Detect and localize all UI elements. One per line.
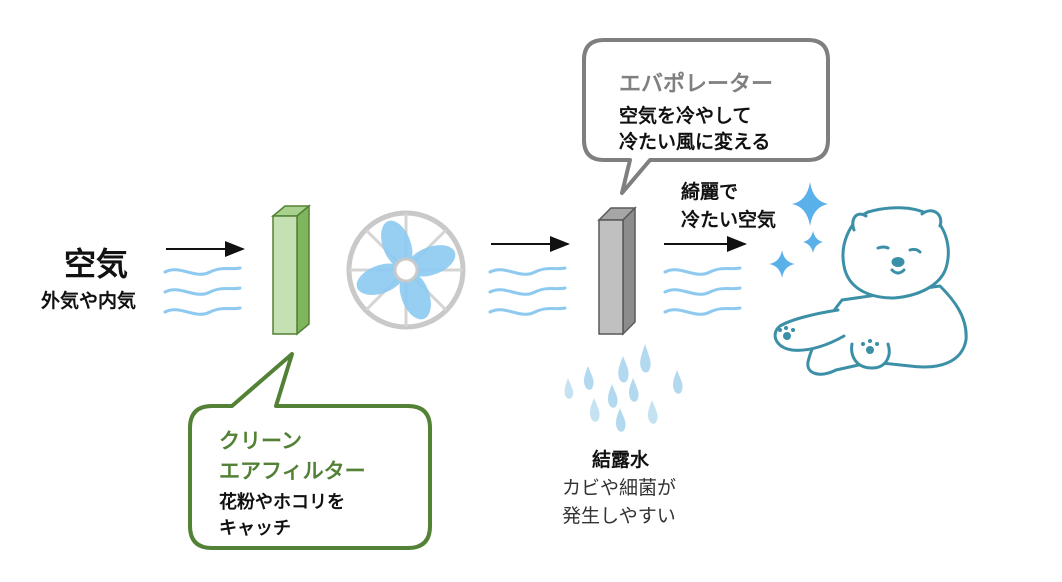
water-drops-icon: [564, 344, 683, 432]
filter-title-line2: エアフィルター: [219, 459, 366, 483]
polar-bear-icon: [773, 206, 968, 376]
clean-air-line1: 綺麗で: [681, 181, 739, 203]
sparkle-icon: [769, 182, 828, 278]
condensation-desc-line1: カビや細菌が: [562, 477, 677, 499]
evaporator-desc-line2: 冷たい風に変える: [619, 131, 771, 153]
wind-lines-icon: [488, 266, 567, 316]
bear-paw-pads: [778, 326, 879, 354]
condensation-desc-line2: 発生しやすい: [562, 505, 676, 527]
wind-lines-icon: [163, 266, 242, 316]
condensation-title: 結露水: [592, 449, 650, 471]
filter-title-line1: クリーン: [219, 429, 302, 453]
air-subtitle: 外気や内気: [41, 290, 137, 312]
evaporator-title: エバポレーター: [619, 72, 774, 97]
air-filter-slab: [270, 204, 312, 336]
fan-icon: [346, 210, 466, 330]
air-title: 空気: [64, 245, 129, 283]
filter-callout-bubble: [188, 352, 432, 550]
evaporator-slab: [597, 206, 637, 336]
evaporator-callout-bubble: [582, 38, 830, 195]
filter-desc-line1: 花粉やホコリを: [219, 492, 345, 513]
filter-desc-line2: キャッチ: [219, 518, 291, 539]
evaporator-desc-line1: 空気を冷やして: [619, 105, 752, 127]
clean-air-line2: 冷たい空気: [681, 209, 777, 231]
wind-lines-icon: [663, 266, 742, 316]
